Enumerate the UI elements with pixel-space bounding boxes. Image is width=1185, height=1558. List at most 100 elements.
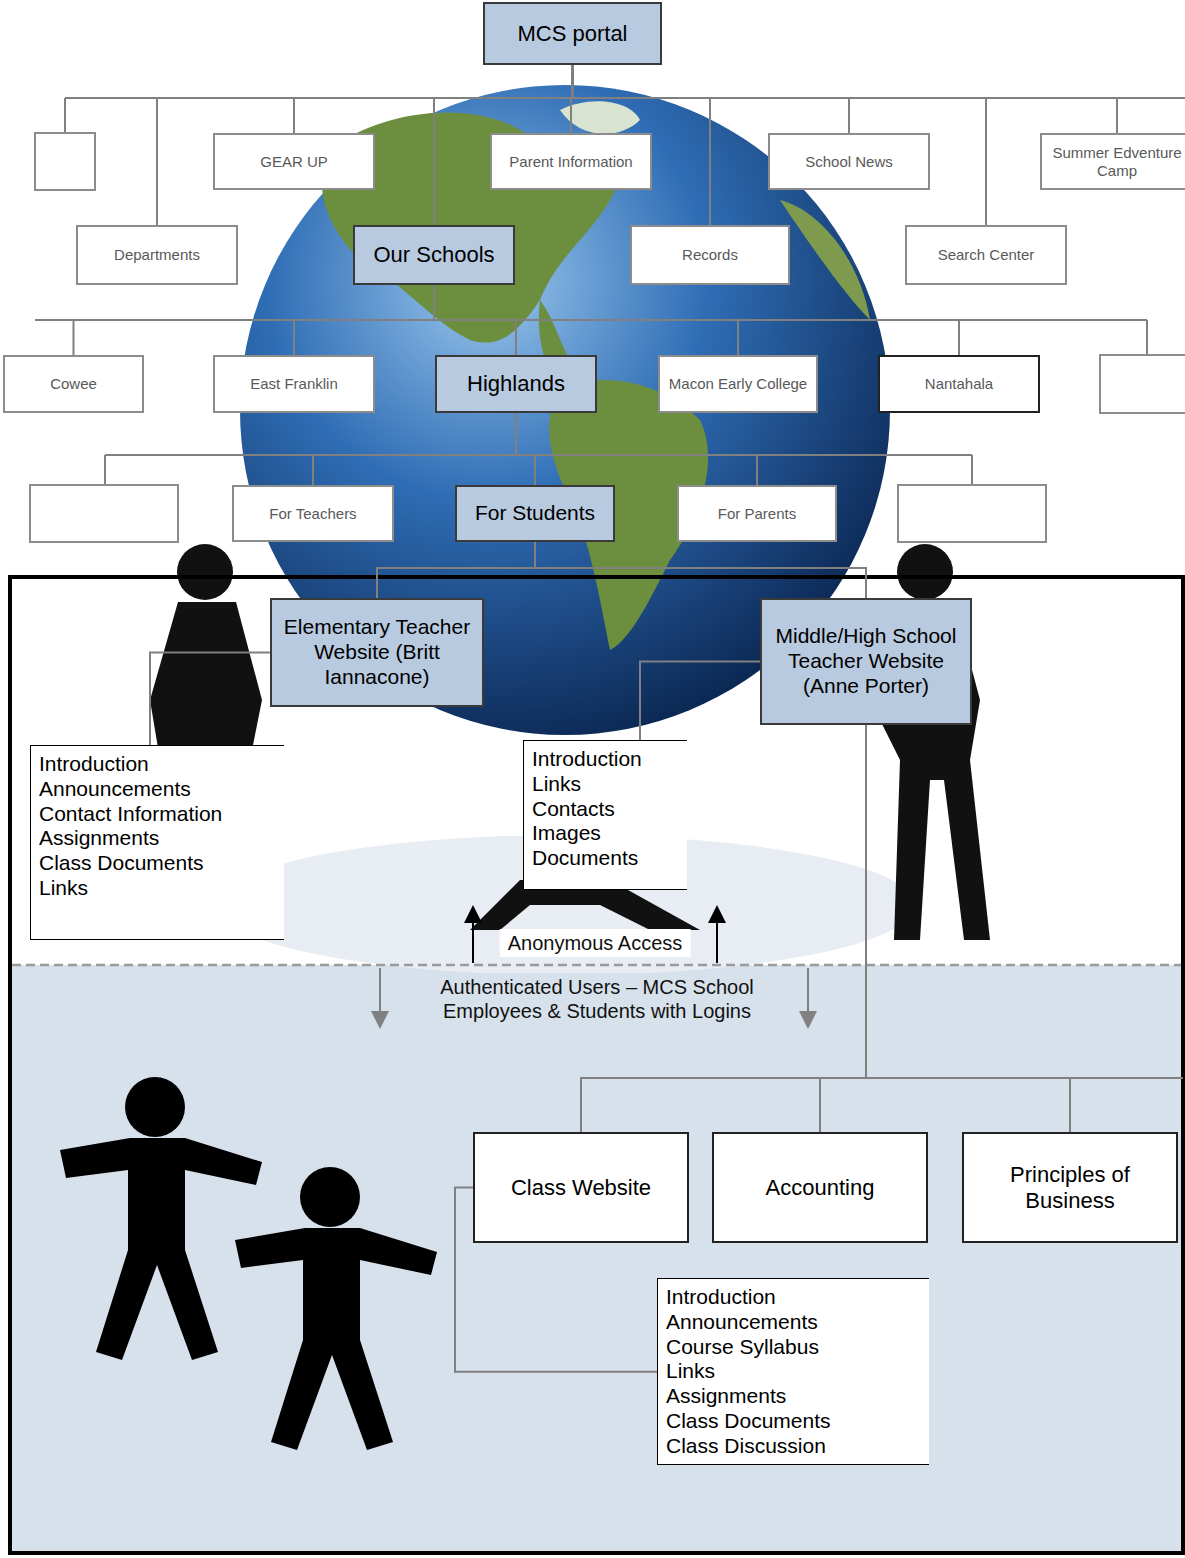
- page-box: Search Center: [905, 225, 1067, 285]
- tree-connector: [294, 285, 434, 355]
- access-arrow: [379, 968, 381, 1020]
- empty-box: [898, 485, 1046, 542]
- access-label: Anonymous Access: [500, 929, 691, 957]
- tree-connector: [516, 413, 757, 485]
- page-box: Departments: [76, 225, 238, 285]
- content-list: IntroductionAnnouncementsCourse Syllabus…: [657, 1278, 929, 1465]
- person-silhouette: [897, 544, 953, 600]
- page-box: School News: [768, 133, 930, 190]
- course-box: Principles of Business: [962, 1132, 1178, 1243]
- user-figure: [60, 1138, 262, 1360]
- node-text: Nantahala: [925, 375, 993, 393]
- tree-line: [1064, 1077, 1183, 1079]
- continent: [780, 200, 870, 320]
- content-list: IntroductionLinksContactsImagesDocuments: [523, 740, 687, 890]
- tree-connector: [150, 653, 270, 746]
- node-text: East Franklin: [250, 375, 338, 393]
- section-box: MCS portal: [483, 2, 662, 65]
- node-text: Summer Edventure Camp: [1048, 144, 1185, 179]
- node-text: For Parents: [718, 505, 796, 523]
- tree-connector: [313, 413, 516, 485]
- access-divider: [12, 964, 1181, 967]
- node-text: Introduction: [532, 747, 642, 772]
- access-arrow: [472, 914, 474, 963]
- page-box: Cowee: [3, 355, 144, 413]
- tree-connector: [866, 725, 1070, 1132]
- tree-connector: [74, 285, 435, 355]
- node-text: Parent Information: [509, 153, 632, 171]
- node-text: GEAR UP: [260, 153, 328, 171]
- node-text: Middle/High School Teacher Website (Anne…: [768, 624, 964, 698]
- page-box: GEAR UP: [213, 133, 375, 190]
- user-figure: [235, 1228, 437, 1450]
- tree-line: [104, 455, 106, 485]
- course-box: Accounting: [712, 1132, 928, 1243]
- node-text: Contact Information: [39, 802, 222, 827]
- node-text: For Teachers: [269, 505, 356, 523]
- node-text: School News: [805, 153, 893, 171]
- page-box: Macon Early College: [658, 355, 818, 413]
- section-box: Our Schools: [353, 225, 515, 285]
- node-text: Announcements: [666, 1310, 818, 1335]
- tree-connector: [535, 542, 866, 598]
- node-text: Assignments: [666, 1384, 786, 1409]
- node-text: Course Syllabus: [666, 1335, 819, 1360]
- tree-line: [1146, 320, 1148, 355]
- node-text: Class Documents: [666, 1409, 831, 1434]
- access-label: Authenticated Users – MCS School Employe…: [412, 973, 782, 1026]
- node-text: Principles of Business: [970, 1162, 1170, 1214]
- section-box: Highlands: [435, 355, 597, 413]
- page-box: Nantahala: [878, 355, 1040, 413]
- tree-line: [64, 98, 66, 133]
- node-text: Links: [666, 1359, 715, 1384]
- section-box: Elementary Teacher Website (Britt Iannac…: [270, 598, 484, 707]
- globe-reflection: [215, 835, 915, 975]
- tree-connector: [434, 285, 959, 355]
- authenticated-ground: [10, 965, 1183, 1555]
- node-text: Class Website: [511, 1175, 651, 1201]
- node-text: Introduction: [39, 752, 149, 777]
- page-box: For Teachers: [232, 485, 394, 542]
- node-text: Macon Early College: [669, 375, 807, 393]
- node-text: Search Center: [938, 246, 1035, 264]
- node-text: Images: [532, 821, 601, 846]
- course-box: Class Website: [473, 1132, 689, 1243]
- section-box: For Students: [455, 485, 615, 542]
- tree-connector: [820, 725, 866, 1132]
- node-text: MCS portal: [517, 21, 627, 47]
- access-arrow: [807, 968, 809, 1020]
- user-figure: [125, 1077, 185, 1137]
- node-text: Class Discussion: [666, 1434, 826, 1459]
- node-text: Records: [682, 246, 738, 264]
- empty-box: [35, 133, 95, 190]
- node-text: Our Schools: [373, 242, 494, 268]
- tree-connector: [377, 542, 535, 598]
- empty-box: [1100, 355, 1185, 413]
- node-text: Elementary Teacher Website (Britt Iannac…: [278, 615, 476, 689]
- page-box: East Franklin: [213, 355, 375, 413]
- node-text: Accounting: [766, 1175, 875, 1201]
- tree-connector: [516, 413, 535, 485]
- empty-box: [30, 485, 178, 542]
- content-list: IntroductionAnnouncementsContact Informa…: [30, 745, 284, 940]
- section-box: Middle/High School Teacher Website (Anne…: [760, 598, 972, 725]
- user-figure: [300, 1167, 360, 1227]
- page-box: Parent Information: [490, 133, 652, 190]
- page-box: Records: [630, 225, 790, 285]
- node-text: Documents: [532, 846, 638, 871]
- page-box: For Parents: [677, 485, 837, 542]
- node-text: Contacts: [532, 797, 615, 822]
- tree-line: [971, 455, 973, 485]
- node-text: Class Documents: [39, 851, 204, 876]
- node-text: Cowee: [50, 375, 97, 393]
- panel-frame: [10, 577, 1183, 1553]
- node-text: Departments: [114, 246, 200, 264]
- node-text: Announcements: [39, 777, 191, 802]
- node-text: Introduction: [666, 1285, 776, 1310]
- node-text: Assignments: [39, 826, 159, 851]
- person-silhouette: [177, 544, 233, 600]
- node-text: For Students: [475, 501, 595, 526]
- tree-connector: [640, 662, 760, 741]
